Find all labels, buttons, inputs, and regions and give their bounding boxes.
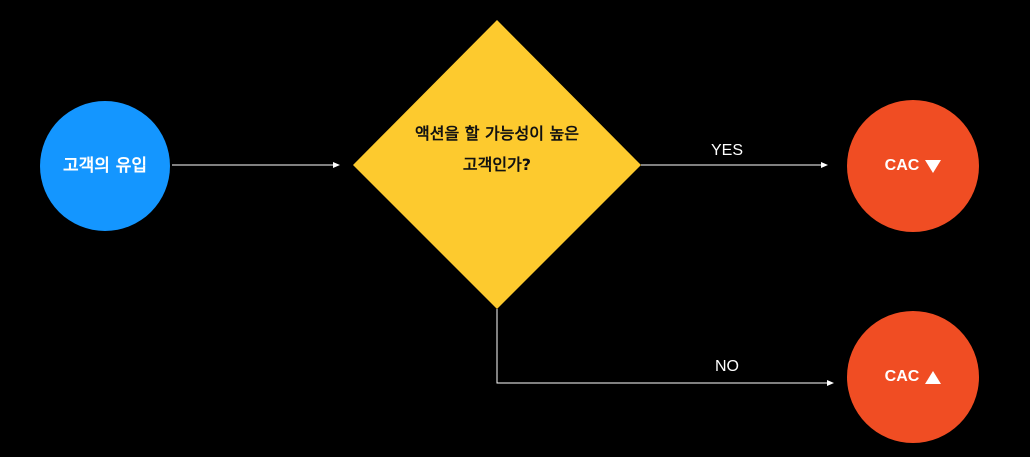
yes-label: YES [711, 142, 744, 159]
result-node-no: CAC [847, 311, 979, 443]
start-node-label: 고객의 유입 [62, 156, 148, 176]
edge-no [496, 309, 828, 384]
up-triangle-icon [925, 370, 942, 384]
start-node: 고객의 유입 [40, 101, 170, 231]
result-no-label: CAC [884, 368, 920, 385]
no-label: NO [715, 358, 739, 375]
decision-label: 액션을 할 가능성이 높은 고객인가? [415, 124, 579, 174]
edge-yes-arrowhead [821, 162, 828, 168]
result-yes-label: CAC [884, 157, 920, 174]
edge-no-arrowhead [827, 380, 834, 386]
edge-start-to-decision-arrowhead [333, 162, 340, 168]
down-triangle-icon [925, 159, 942, 173]
result-node-yes: CAC [847, 100, 979, 232]
decision-diamond [353, 20, 641, 309]
